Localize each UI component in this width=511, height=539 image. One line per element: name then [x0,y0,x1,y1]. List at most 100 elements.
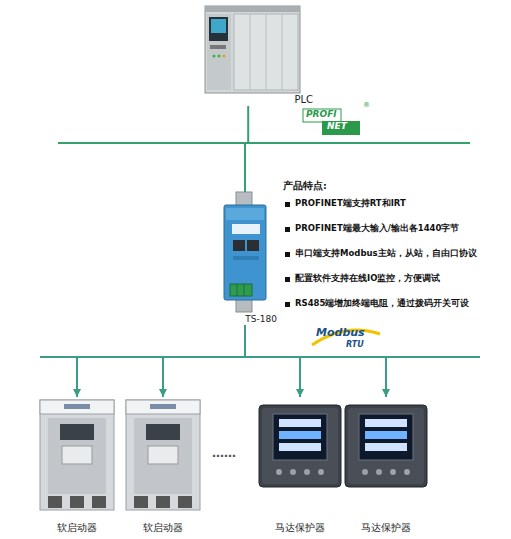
terminal-split [237,284,238,296]
plc-led [223,55,226,58]
plc-modules [234,14,298,90]
screen-row [365,431,407,439]
feature-item: RS485端增加终端电阻，通过拨码开关可设 [295,298,469,308]
motor-protector-illustration [259,405,341,487]
logo-text: PROFI [306,109,337,120]
protector-button [290,469,296,475]
protector-bezel [262,408,338,484]
starter-panel [134,418,192,494]
plc-illustration [205,6,300,93]
starter-terminal [178,496,192,508]
protector-screen [273,414,327,460]
modbus-bus [40,356,480,358]
device-label: TS-180 [245,314,277,325]
device-node: TS-180 [213,192,277,325]
soft-starter-illustration [126,400,200,510]
plc-buttons [210,45,226,49]
logo-mark: ® [363,101,370,109]
bus-connector [77,325,245,397]
rj45-port [233,240,245,251]
feature-heading: 产品特点: [283,180,327,191]
gateway-top [226,208,264,220]
logo-text: Modbus [316,326,365,339]
screen-row [365,443,407,451]
starter-cap [40,400,114,414]
bullet-square [285,252,290,257]
protector-button [304,469,310,475]
starter-terminal [92,496,106,508]
device-node: 马达保护器 [344,397,428,534]
plc-screen [211,19,226,33]
device-label: 马达保护器 [275,522,325,534]
protector-screen [359,414,413,460]
motor-protector-illustration [345,405,427,487]
profinet-logo-box [303,109,341,122]
device-label: 马达保护器 [361,522,411,534]
plc-cpu [207,14,231,90]
protector-bezel [348,408,424,484]
gateway-illustration [224,192,266,312]
screen-row [279,419,321,427]
starter-display [146,424,180,440]
starter-body [126,400,200,510]
feature-item: PROFINET端最大输入/输出各1440字节 [295,223,459,233]
bullet-square [285,202,290,207]
gateway-groove [233,256,259,260]
device-label: 软启动器 [143,522,183,534]
soft-starter-illustration [40,400,114,510]
gateway-body [224,205,266,300]
screen-row [279,431,321,439]
plc-led [213,55,216,58]
protector-body [345,405,427,487]
protector-button [376,469,382,475]
bus-connector [163,325,245,397]
feature-item: PROFINET端支持RT和IRT [295,198,406,208]
starter-terminal [48,496,62,508]
bus-connector [245,325,386,397]
plc-led [218,55,221,58]
module-split [250,14,251,90]
starter-keypad [62,446,92,464]
starter-cap [126,400,200,414]
module-split [266,14,267,90]
feature-item: 串口端支持Modbus主站，从站，自由口协议 [295,248,477,258]
bullet-square [285,277,290,282]
starter-logo [150,404,176,409]
profinet-logo-box [322,121,360,135]
protector-button [276,469,282,475]
device-node: 软启动器 [123,397,203,534]
plc-display [209,17,228,41]
feature-item: 配置软件支持在线IO监控，方便调试 [295,273,440,283]
starter-terminal [156,496,170,508]
starter-panel [48,418,106,494]
terminal-split [244,284,245,296]
rj45-port [247,240,259,251]
device-node: 软启动器 [37,397,117,534]
plc-body [205,6,300,93]
device-node: PLC [205,2,313,106]
protector-button [318,469,324,475]
logo-text: RTU [346,340,364,350]
screen-row [365,419,407,427]
ellipsis: …… [212,446,236,460]
logo-text: NET [327,121,347,132]
protector-body [259,405,341,487]
starter-body [40,400,114,510]
starter-logo [64,404,90,409]
starter-keypad [148,446,178,464]
bus-connector [245,106,248,192]
bullet-square [285,227,290,232]
protector-button [390,469,396,475]
starter-terminal [134,496,148,508]
plc-top [205,6,300,12]
starter-terminal [70,496,84,508]
gateway-plate [232,224,260,234]
terminal-block [230,284,252,296]
profinet-bus [58,142,470,144]
module-split [282,14,283,90]
device-node: 马达保护器 [258,397,342,534]
